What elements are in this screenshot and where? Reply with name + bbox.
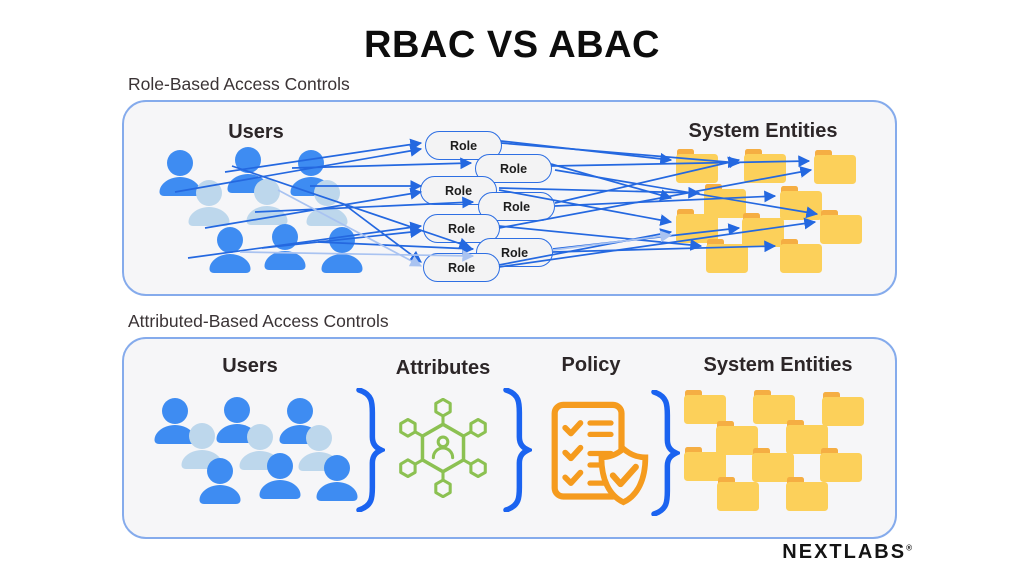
abac-system-entities-heading: System Entities [703,354,853,376]
nextlabs-logo: NEXTLABS® [782,541,912,564]
registered-trademark-symbol: ® [906,543,912,553]
abac-users-heading: Users [222,355,278,377]
folder-icon [780,186,822,220]
curly-brace-icon [502,387,535,517]
folder-icon [676,149,718,183]
policy-checklist-shield-icon [548,398,653,515]
curly-brace-icon [355,387,388,517]
folder-icon [820,210,862,244]
folder-icon [822,392,864,426]
rbac-users-heading: Users [228,121,284,143]
rbac-system-entities-heading: System Entities [688,120,838,142]
nextlabs-logo-text: NEXTLABS [782,541,907,563]
folder-icon [744,149,786,183]
abac-attributes-heading: Attributes [395,357,491,379]
user-icon [301,180,353,226]
rbac-section-label: Role-Based Access Controls [128,74,350,94]
abac-policy-heading: Policy [561,354,621,376]
folder-icon [717,477,759,511]
user-icon [183,180,235,226]
user-icon [149,398,201,444]
user-icon [316,227,368,273]
attributes-network-icon [393,397,493,503]
user-icon [259,224,311,270]
folder-icon [716,421,758,455]
folder-icon [684,390,726,424]
user-icon [241,179,293,225]
user-icon [194,458,246,504]
folder-icon [780,239,822,273]
folder-icon [786,420,828,454]
user-icon [204,227,256,273]
folder-icon [814,150,856,184]
user-icon [311,455,363,501]
folder-icon [742,213,784,247]
folder-icon [753,390,795,424]
folder-icon [820,448,862,482]
user-icon [176,423,228,469]
page-title: RBAC VS ABAC [364,24,660,66]
role-pill: Role [423,253,500,282]
folder-icon [786,477,828,511]
folder-icon [706,239,748,273]
folder-icon [676,209,718,243]
user-icon [254,453,306,499]
abac-section-label: Attributed-Based Access Controls [128,311,389,331]
folder-icon [752,448,794,482]
curly-brace-icon [650,389,683,521]
folder-icon [684,447,726,481]
